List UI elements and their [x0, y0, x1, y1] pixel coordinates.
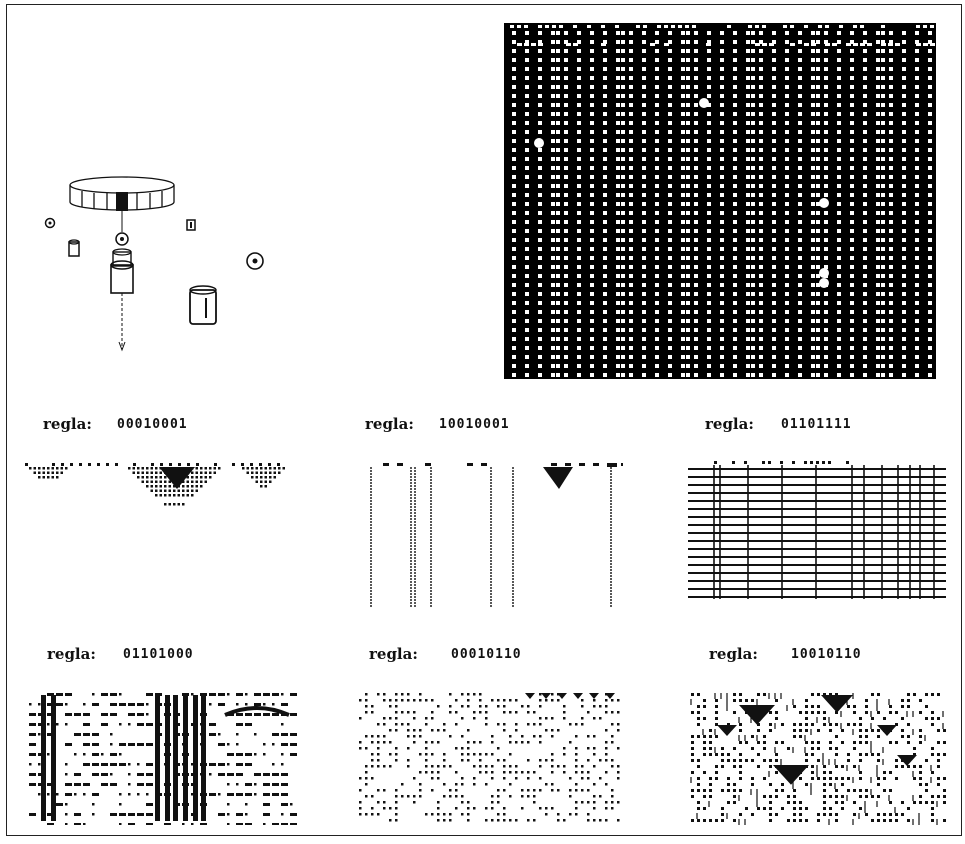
automaton-panel-6: [687, 685, 953, 825]
rule-code-1: 00010001: [117, 417, 188, 432]
rule-word-6: regla:: [709, 645, 758, 663]
rule-code-6: 10010110: [791, 647, 862, 662]
rule-word-3: regla:: [705, 415, 754, 433]
rule-word-5: regla:: [369, 645, 418, 663]
automaton-panel-4: [25, 685, 297, 825]
automaton-panel-5: [355, 685, 625, 825]
rule-code-4: 01101000: [123, 647, 194, 662]
rule-word-1: regla:: [43, 415, 92, 433]
automaton-panel-3: [684, 457, 952, 607]
rule-word-2: regla:: [365, 415, 414, 433]
automaton-panel-1: [19, 457, 289, 617]
ring-apparatus-illustration: [27, 170, 307, 370]
rule-word-4: regla:: [47, 645, 96, 663]
rule-code-3: 01101111: [781, 417, 852, 432]
figure-frame: regla: 00010001 regla: 10010001 regla: 0…: [6, 4, 962, 836]
rule-code-5: 00010110: [451, 647, 522, 662]
rule-code-2: 10010001: [439, 417, 510, 432]
automaton-panel-2: [367, 457, 623, 617]
cellular-screen-image: [504, 23, 936, 379]
